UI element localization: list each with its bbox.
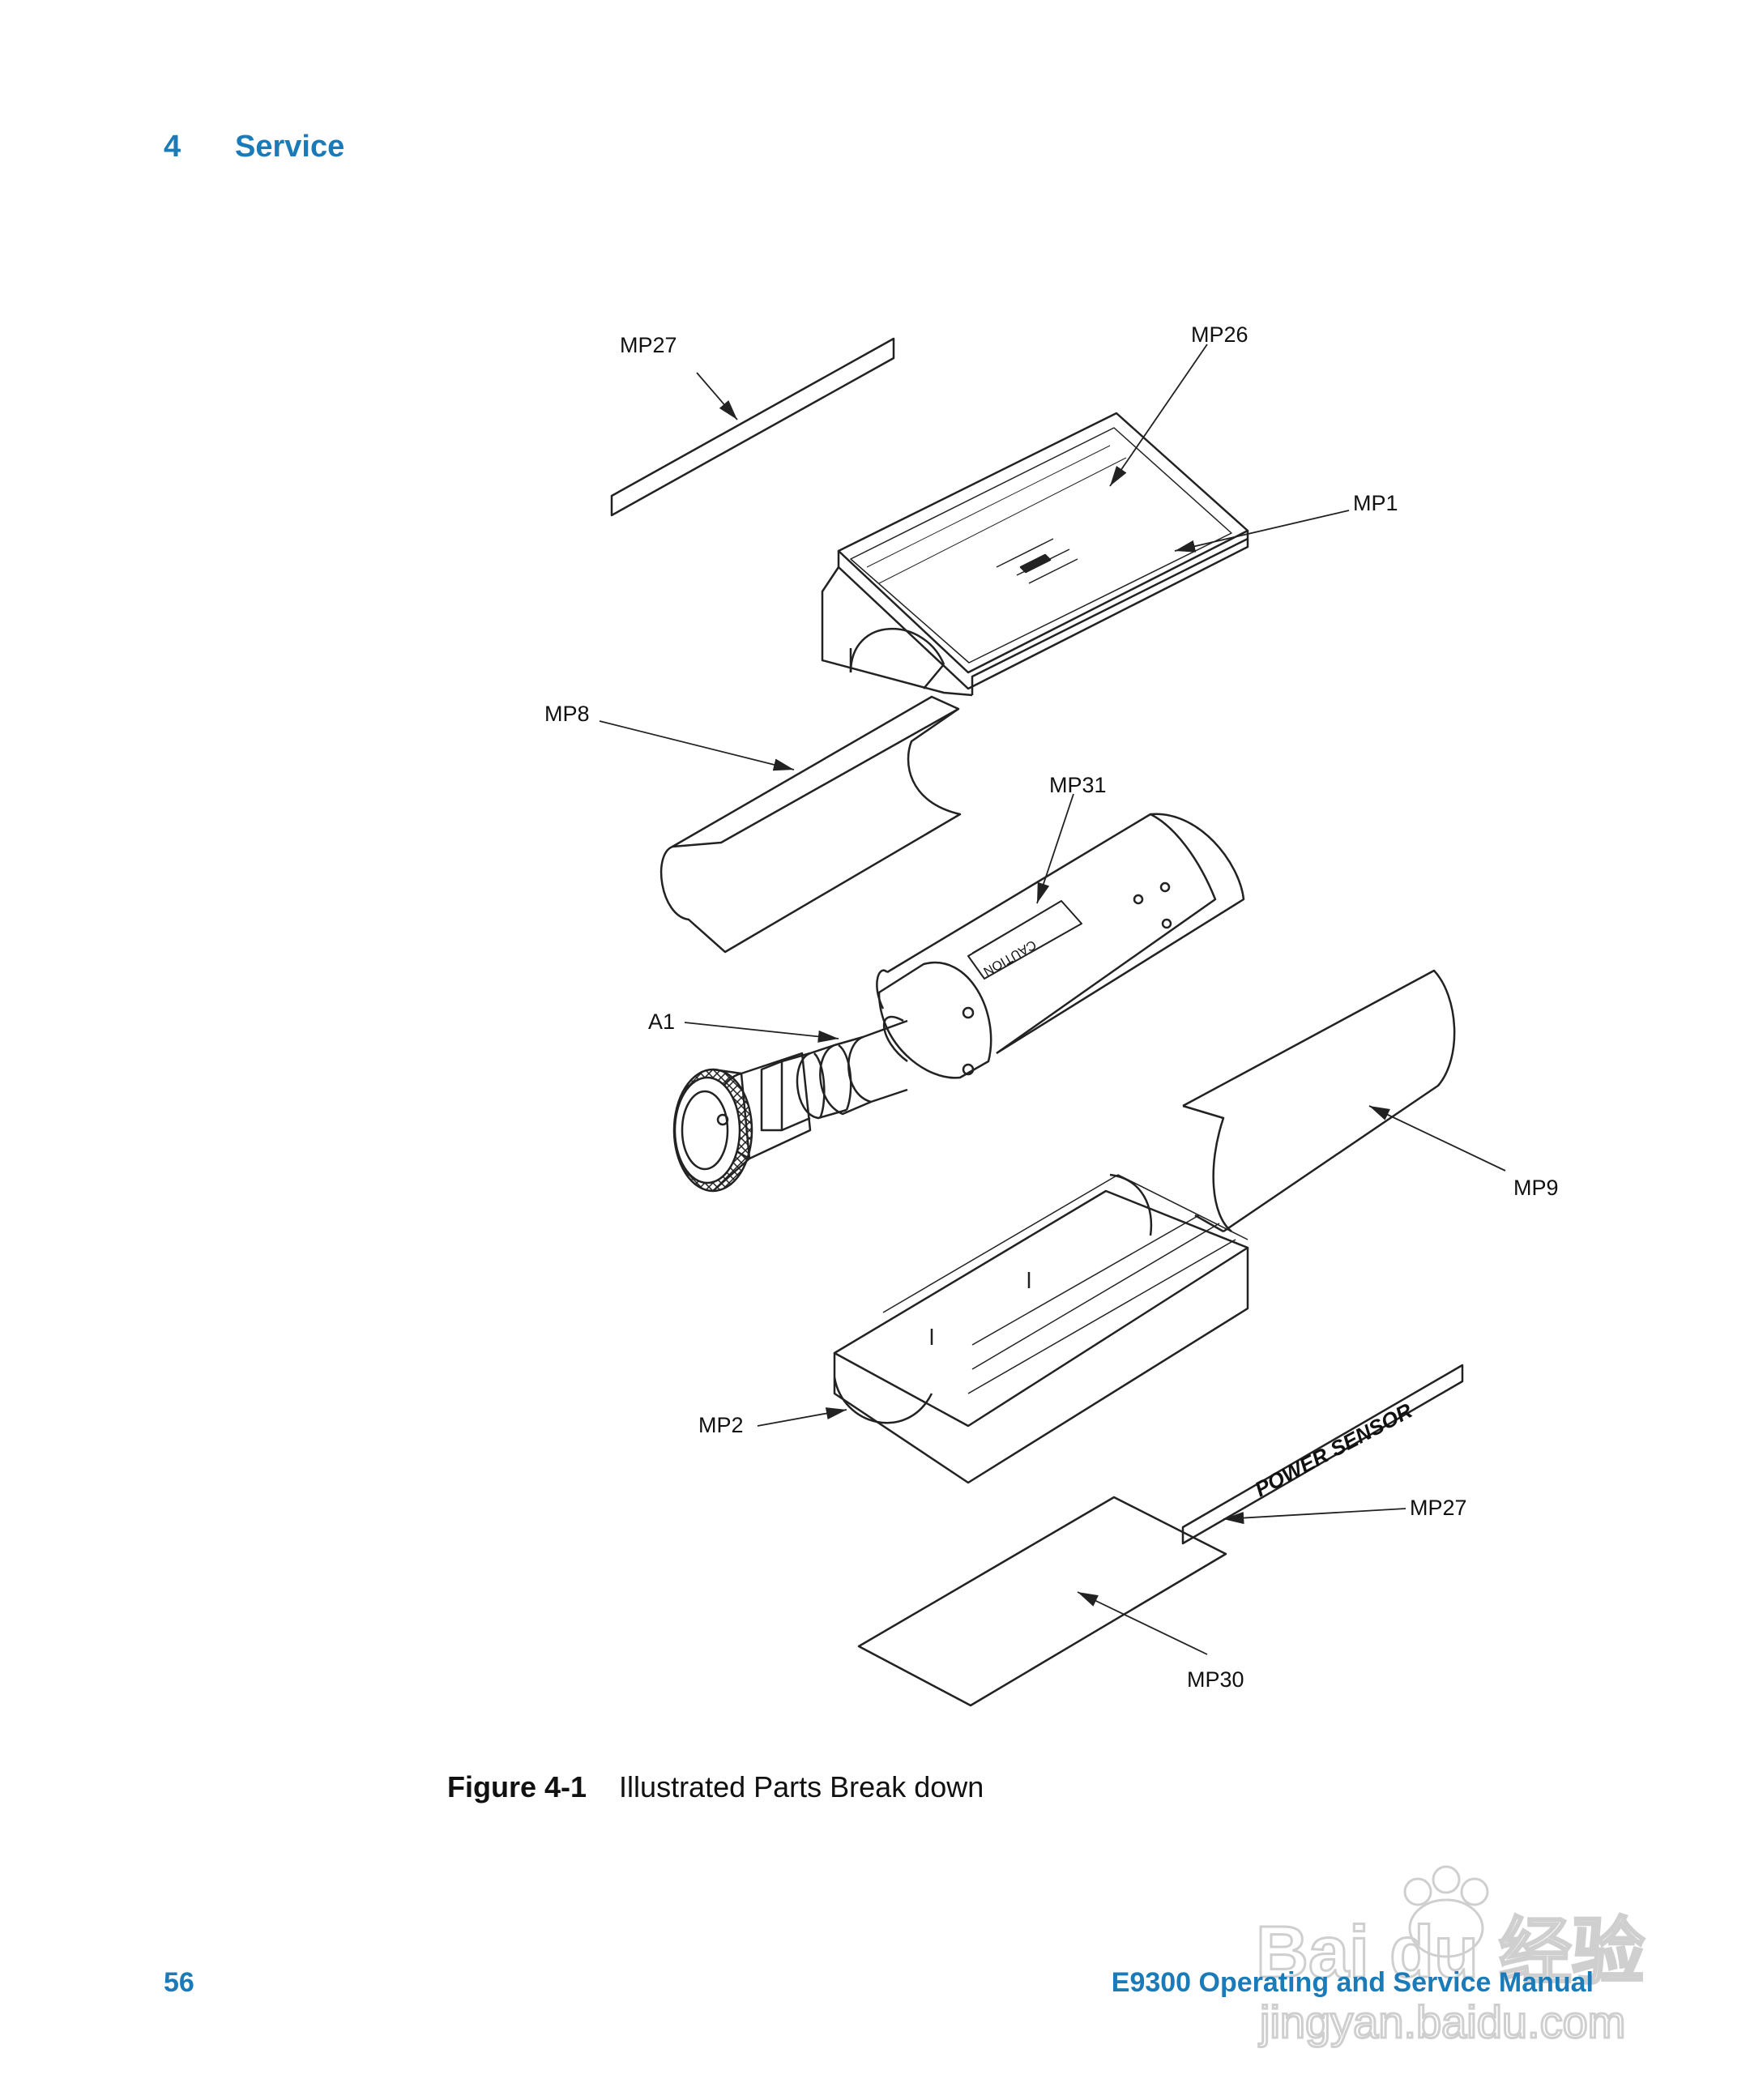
callout-a1: A1 — [648, 1009, 675, 1034]
callout-mp30: MP30 — [1187, 1667, 1244, 1692]
callout-mp26: MP26 — [1191, 322, 1248, 347]
figure-caption-label: Figure 4-1 — [447, 1770, 587, 1803]
callout-mp9: MP9 — [1513, 1176, 1559, 1200]
callout-mp27-top: MP27 — [620, 333, 677, 357]
chapter-number: 4 — [164, 130, 181, 164]
callout-mp1: MP1 — [1353, 491, 1398, 515]
shield-half-upper — [660, 695, 962, 954]
figure-caption: Figure 4-1 Illustrated Parts Break down — [447, 1770, 984, 1804]
figure-caption-text: Illustrated Parts Break down — [619, 1770, 984, 1803]
chapter-title: Service — [235, 130, 345, 164]
page-number: 56 — [164, 1967, 194, 1998]
label-sheet — [857, 1496, 1227, 1707]
callout-mp27-bottom: MP27 — [1410, 1496, 1467, 1520]
shield-half-lower — [1182, 969, 1456, 1233]
watermark-url: jingyan.baidu.com — [1258, 1996, 1625, 2047]
lower-shell — [833, 1173, 1249, 1484]
label-strip-bottom — [1181, 1364, 1464, 1545]
manual-title: E9300 Operating and Service Manual — [1111, 1967, 1594, 1998]
watermark-brand: Bai du 经验 — [1256, 1912, 1645, 1993]
sensor-body — [672, 813, 1245, 1193]
callout-mp2: MP2 — [698, 1413, 744, 1437]
label-strip-text: POWER SENSOR — [1251, 1398, 1416, 1502]
upper-shell — [821, 412, 1249, 697]
callout-mp31: MP31 — [1049, 773, 1107, 797]
watermark: Bai du 经验 jingyan.baidu.com — [1255, 1865, 1646, 2049]
label-strip-top — [610, 337, 895, 517]
callout-mp8: MP8 — [544, 702, 590, 726]
